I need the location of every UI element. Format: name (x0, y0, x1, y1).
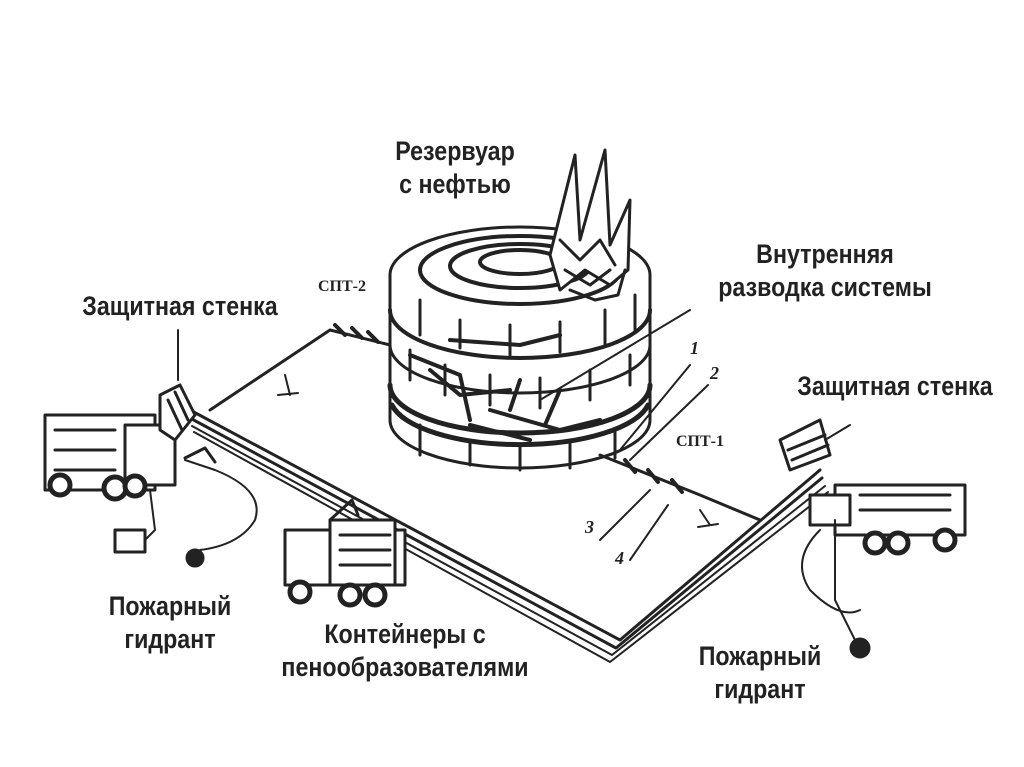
fire-truck-left (43, 413, 177, 502)
containers-label-line-1: Контейнеры с (324, 619, 486, 649)
protective-wall-right (778, 418, 851, 472)
protective-wall-right-label: Защитная стенка (797, 371, 993, 401)
protective-wall-left (158, 329, 197, 442)
hydrant-left (113, 446, 258, 568)
containers-label: Контейнеры с пенообразователями (259, 618, 551, 684)
containers-label-line-2: пенообразователями (281, 652, 529, 682)
callout-number-1: 1 (690, 338, 699, 358)
hydrant-right (801, 519, 871, 659)
hydrant-right-label: Пожарный гидрант (674, 640, 846, 706)
hydrant-left-label-line-1: Пожарный (108, 591, 232, 621)
callout-number-2: 2 (710, 363, 719, 383)
hydrant-left-label-line-2: гидрант (124, 624, 216, 654)
callout-number-3: 3 (585, 517, 594, 537)
oil-tank (387, 148, 653, 472)
foam-container-truck (283, 498, 407, 608)
tank-label-line-2: с нефтью (399, 169, 511, 199)
main-pipeline (188, 408, 829, 663)
hydrant-right-label-line-2: гидрант (714, 674, 806, 704)
protective-wall-left-label: Защитная стенка (82, 291, 278, 321)
tank-label: Резервуар с нефтью (369, 135, 541, 201)
callout-number-4: 4 (615, 548, 624, 568)
spt2-annotation: СПТ-2 (318, 278, 366, 295)
inner-wiring-label-line-2: разводка системы (718, 272, 932, 302)
spt1-annotation: СПТ-1 (676, 433, 724, 450)
branch-pipes (208, 323, 762, 528)
inner-wiring-label: Внутренняя разводка системы (683, 238, 967, 304)
inner-wiring-label-line-1: Внутренняя (756, 239, 894, 269)
leader-lines (539, 309, 709, 561)
tank-label-line-1: Резервуар (395, 136, 515, 166)
hydrant-left-label: Пожарный гидрант (84, 590, 256, 656)
fire-truck-right (808, 483, 967, 556)
hydrant-right-label-line-1: Пожарный (698, 641, 822, 671)
